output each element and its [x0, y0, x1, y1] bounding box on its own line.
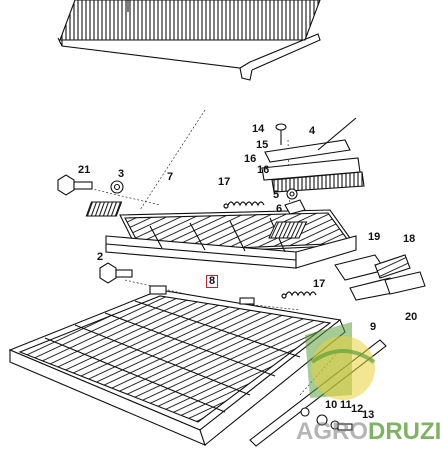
callout-13: 13 — [362, 409, 375, 421]
callout-7: 7 — [167, 171, 174, 183]
callout-2: 2 — [97, 251, 104, 263]
callout-14: 14 — [252, 123, 265, 135]
callout-6: 6 — [276, 203, 283, 215]
bracket-assembly — [261, 117, 365, 215]
callout-18: 18 — [403, 233, 416, 245]
watermark-suffix: DRUZI — [368, 418, 442, 445]
callout-9: 9 — [370, 321, 377, 333]
springs — [223, 201, 317, 299]
callout-10: 10 — [325, 399, 338, 411]
callout-15: 15 — [256, 139, 269, 151]
callout-19: 19 — [368, 231, 381, 243]
watermark-text: AGRODRUZI — [296, 418, 441, 446]
upper-sieve — [57, 0, 321, 81]
bolts — [57, 123, 287, 284]
plates — [334, 254, 426, 301]
callout-3: 3 — [118, 168, 125, 180]
callout-12: 12 — [351, 403, 364, 415]
callout-5: 5 — [273, 189, 280, 201]
middle-sieve — [85, 201, 357, 269]
callout-11: 11 — [340, 399, 352, 411]
callout-16: 16 — [244, 153, 257, 165]
watermark-prefix: AGRO — [296, 418, 368, 445]
callout-17-lower: 17 — [313, 278, 326, 290]
callout-17-upper: 17 — [218, 176, 231, 188]
watermark-logo — [305, 322, 376, 400]
callout-8: 8 — [206, 275, 219, 288]
lower-sieve — [8, 285, 346, 446]
callout-16-b: 16 — [257, 164, 270, 176]
callout-21: 21 — [78, 164, 91, 176]
callout-20: 20 — [405, 311, 418, 323]
callout-4: 4 — [309, 125, 316, 137]
